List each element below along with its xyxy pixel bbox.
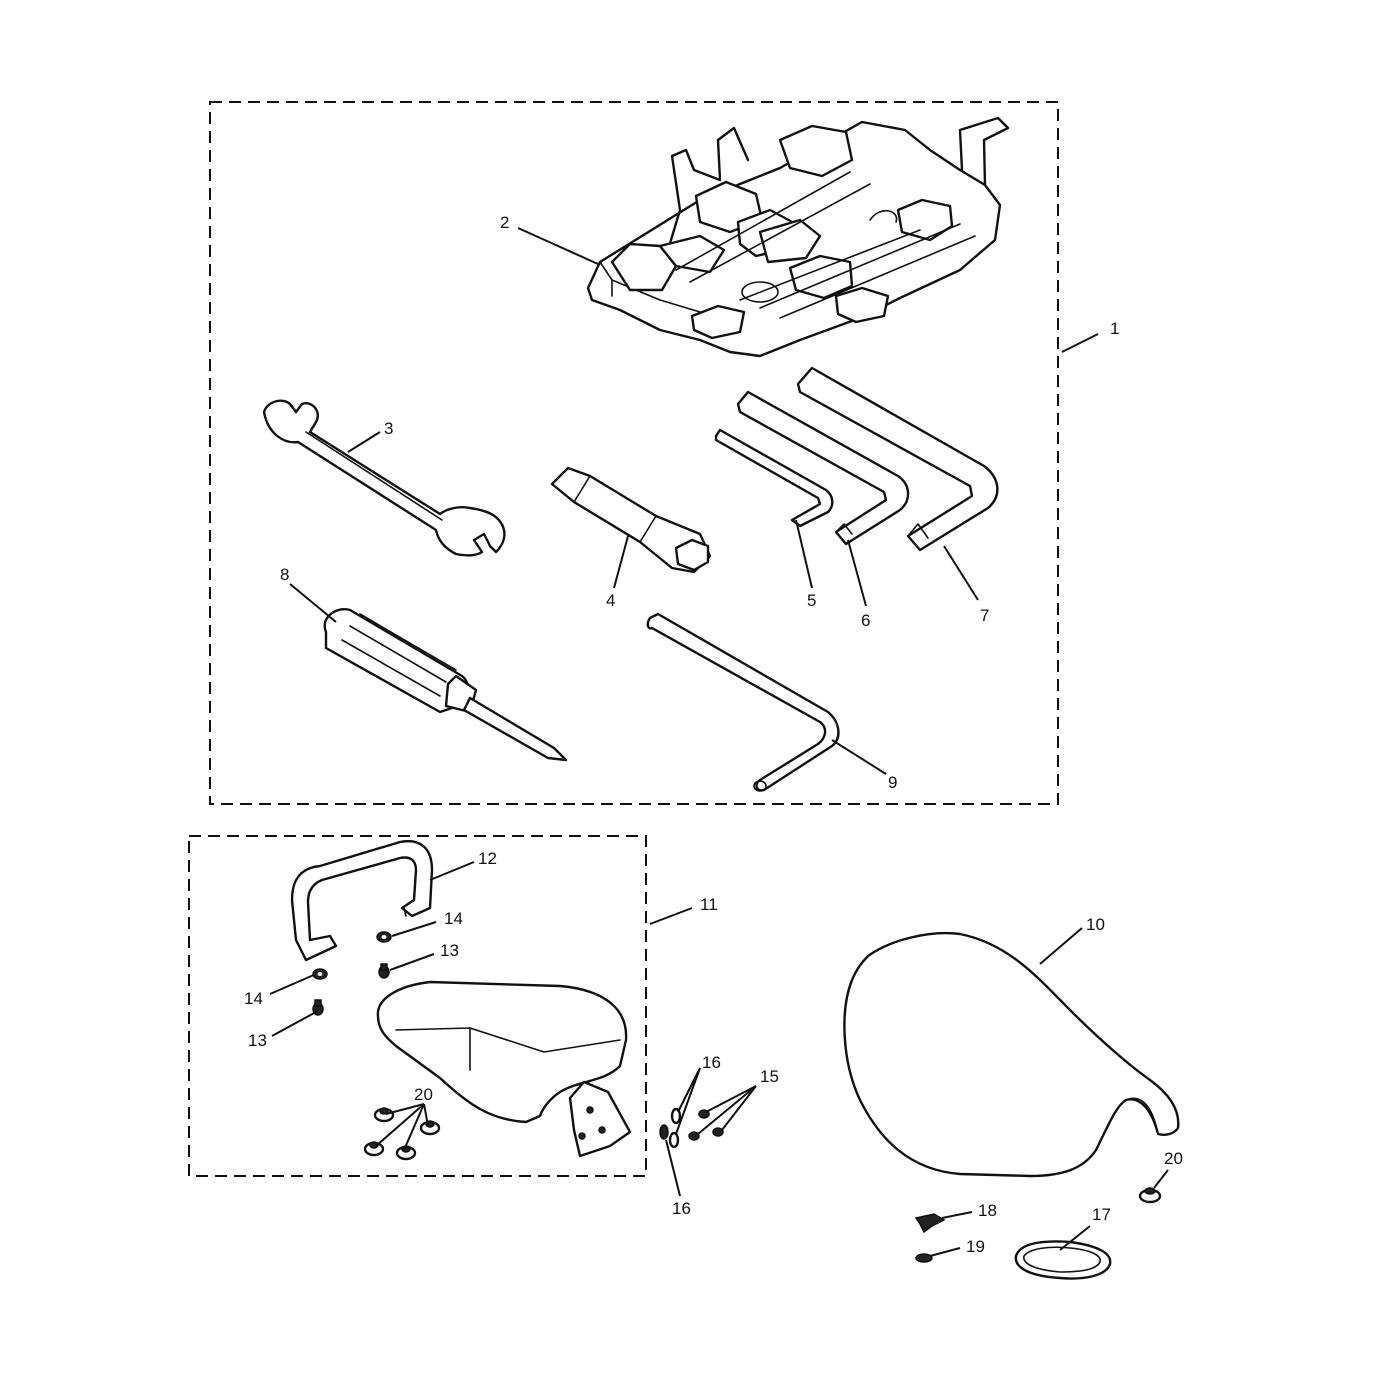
callout-3: 3 <box>384 419 393 438</box>
screwdriver <box>323 608 568 762</box>
callout-16a: 16 <box>702 1053 721 1072</box>
callout-7: 7 <box>980 606 989 625</box>
leader-lines <box>269 227 1169 1257</box>
callout-15: 15 <box>760 1067 779 1086</box>
grab-handle <box>290 839 434 962</box>
screws-15 <box>688 1109 724 1141</box>
callout-5: 5 <box>807 591 816 610</box>
callout-2: 2 <box>500 213 509 232</box>
l-shaped-rod <box>646 612 840 792</box>
pillion-seat <box>376 980 632 1158</box>
callout-13a: 13 <box>440 941 459 960</box>
callout-11: 11 <box>700 895 718 914</box>
callout-16b: 16 <box>672 1199 691 1218</box>
allen-key-large <box>796 366 999 552</box>
open-end-spanner <box>262 399 506 557</box>
callout-20b: 20 <box>1164 1149 1183 1168</box>
callout-8: 8 <box>280 565 289 584</box>
plug-spanner <box>550 466 712 574</box>
callout-1: 1 <box>1110 319 1119 338</box>
callout-13b: 13 <box>248 1031 267 1050</box>
pillion-seat-group-box <box>188 835 647 1177</box>
callout-14a: 14 <box>444 909 463 928</box>
bolt-13-upper <box>378 963 390 979</box>
callout-18: 18 <box>978 1201 997 1220</box>
grommet-20-group <box>363 1107 441 1161</box>
badge-17 <box>1014 1240 1112 1280</box>
callout-14b: 14 <box>244 989 263 1008</box>
callout-20a: 20 <box>414 1085 433 1104</box>
callout-12: 12 <box>478 849 497 868</box>
callout-6: 6 <box>861 611 870 630</box>
callout-9: 9 <box>888 773 897 792</box>
tool-tray <box>586 116 1010 358</box>
clip-18 <box>914 1213 946 1234</box>
washer-14-lower <box>312 968 328 980</box>
callout-labels: 1 2 3 4 5 6 7 8 9 10 11 12 14 13 14 13 2… <box>244 213 1183 1256</box>
callout-10: 10 <box>1086 915 1105 934</box>
callout-19: 19 <box>966 1237 985 1256</box>
allen-key-small <box>714 428 834 528</box>
rider-seat <box>843 932 1180 1178</box>
grommet-20-right <box>1138 1187 1162 1204</box>
callout-17: 17 <box>1092 1205 1111 1224</box>
screw-19 <box>915 1253 933 1263</box>
toolkit-group-box <box>209 101 1059 805</box>
washer-14-upper <box>376 931 392 943</box>
callout-4: 4 <box>606 591 615 610</box>
spacers-16 <box>659 1107 682 1149</box>
allen-key-medium <box>736 390 910 546</box>
